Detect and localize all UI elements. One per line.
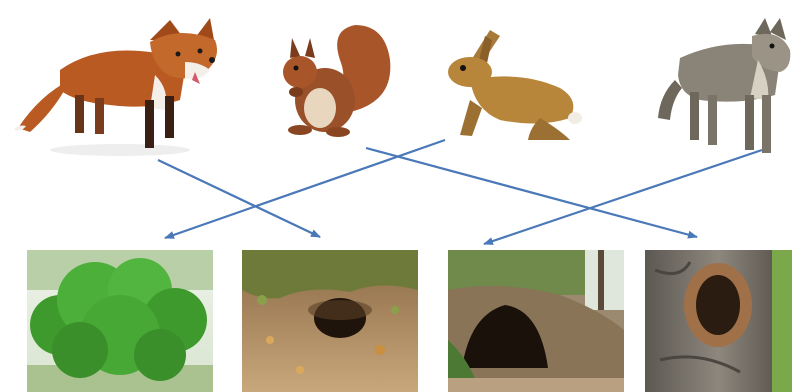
arrow-fox-to-burrow (158, 160, 320, 237)
tree-hollow-picture (645, 250, 792, 392)
squirrel-picture (283, 25, 390, 137)
bush-picture (27, 250, 213, 392)
burrow-picture (242, 250, 418, 392)
arrow-hare-to-bush (165, 140, 445, 238)
fox-picture (14, 18, 217, 156)
arrow-squirrel-to-tree-hollow (366, 148, 697, 237)
wolf-picture (658, 18, 790, 153)
hare-picture (448, 30, 582, 140)
den-picture (448, 250, 624, 392)
arrow-wolf-to-den (484, 150, 762, 244)
